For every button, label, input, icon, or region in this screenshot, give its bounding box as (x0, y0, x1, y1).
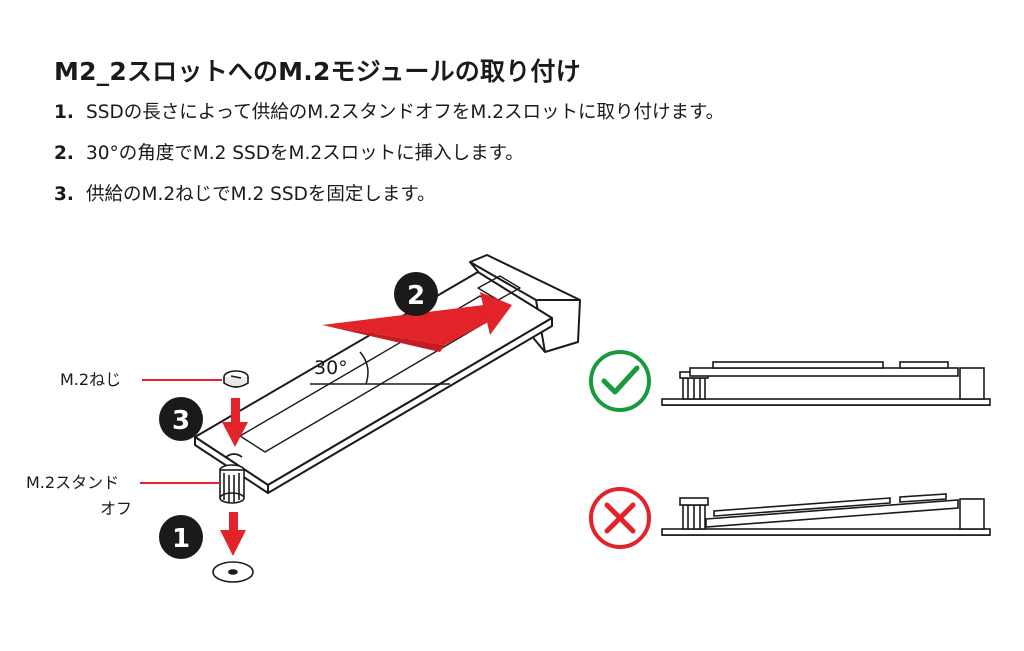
step-text: 30°の角度でM.2 SSDをM.2スロットに挿入します。 (86, 143, 524, 164)
correct-install-side-view (661, 361, 991, 406)
step-number: 3. (54, 184, 74, 205)
step-text: 供給のM.2ねじでM.2 SSDを固定します。 (86, 184, 436, 205)
instruction-step-2: 2. 30°の角度でM.2 SSDをM.2スロットに挿入します。 (54, 133, 724, 174)
incorrect-install-side-view (661, 493, 991, 536)
screw-down-arrow-icon (222, 398, 248, 447)
correct-status-icon (589, 350, 651, 412)
standoff-label-line1: M.2スタンド (26, 473, 119, 492)
step-badge-3: 3 (159, 397, 203, 441)
step-badge-2: 2 (394, 272, 438, 316)
step-badge-3-number: 3 (172, 406, 190, 436)
angle-indicator (310, 351, 450, 385)
m2-standoff-icon (219, 464, 245, 504)
standoff-label-line2: オフ (100, 499, 132, 518)
standoff-down-arrow-icon (220, 512, 246, 556)
incorrect-status-icon (589, 487, 651, 549)
angle-label: 30° (314, 357, 348, 379)
screw-label: M.2ねじ (60, 370, 121, 389)
mount-hole-icon (212, 561, 254, 583)
step-badge-1-number: 1 (172, 524, 190, 554)
instruction-list: 1. SSDの長さによって供給のM.2スタンドオフをM.2スロットに取り付けます。… (54, 92, 724, 215)
step-number: 1. (54, 102, 74, 123)
m2-slot-illustration (194, 254, 581, 494)
instruction-step-1: 1. SSDの長さによって供給のM.2スタンドオフをM.2スロットに取り付けます。 (54, 92, 724, 133)
step-badge-1: 1 (159, 515, 203, 559)
insert-arrow-icon (322, 292, 512, 352)
m2-screw-icon (223, 370, 249, 388)
step-badge-2-number: 2 (407, 281, 425, 311)
step-text: SSDの長さによって供給のM.2スタンドオフをM.2スロットに取り付けます。 (86, 102, 725, 123)
step-number: 2. (54, 143, 74, 164)
instruction-step-3: 3. 供給のM.2ねじでM.2 SSDを固定します。 (54, 174, 724, 215)
page-title: M2_2スロットへのM.2モジュールの取り付け (54, 57, 581, 86)
